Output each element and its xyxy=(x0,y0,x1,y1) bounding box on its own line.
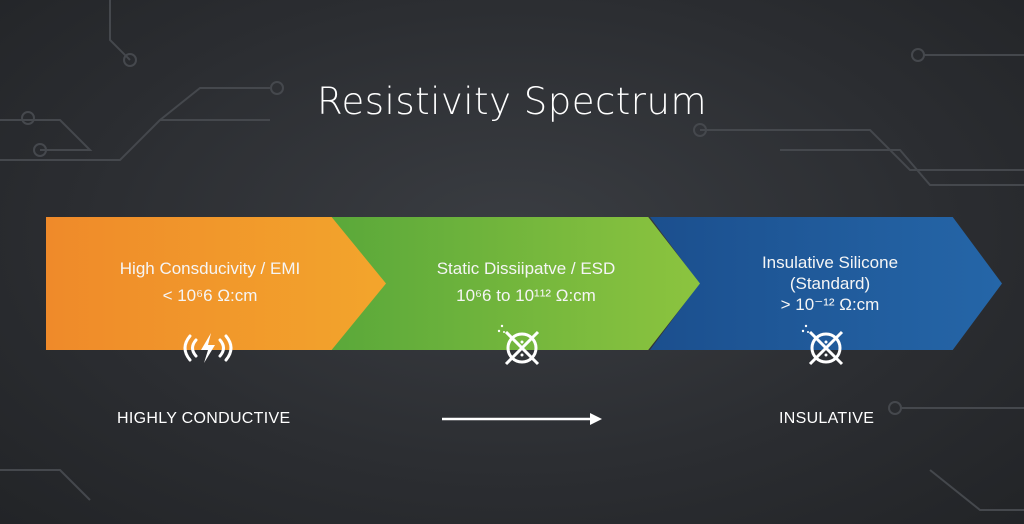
segment-label-conductive: High Consducivity / EMI < 10⁶6 Ω:cm xyxy=(60,258,360,306)
segment-name: High Consducivity / EMI xyxy=(119,259,301,278)
segment-label-dissipative: Static Dissiipatve / ESD 10⁶6 to 10¹¹² Ω… xyxy=(396,258,656,306)
segment-name-2: (Standard) xyxy=(789,274,871,293)
scale-left-label: HIGHLY CONDUCTIVE xyxy=(117,410,291,427)
segment-range: 10⁶6 to 10¹¹² Ω:cm xyxy=(456,286,596,305)
segment-name: Static Dissiipatve / ESD xyxy=(436,259,616,278)
segment-name: Insulative Silicone xyxy=(761,253,899,272)
emi-signal-bolt-icon xyxy=(183,333,233,363)
arrow-right-icon xyxy=(442,413,602,425)
scale-right-label: INSULATIVE xyxy=(779,410,875,427)
segment-label-insulative: Insulative Silicone (Standard) > 10⁻¹² Ω… xyxy=(730,252,930,315)
segment-conductive xyxy=(46,217,386,350)
segment-range: > 10⁻¹² Ω:cm xyxy=(780,295,880,314)
no-static-icon xyxy=(497,324,540,366)
segment-range: < 10⁶6 Ω:cm xyxy=(162,286,258,305)
segment-insulative xyxy=(650,217,1002,350)
page-title: Resistivity Spectrum xyxy=(316,80,708,123)
no-static-icon xyxy=(801,324,844,366)
segment-dissipative xyxy=(330,217,700,350)
